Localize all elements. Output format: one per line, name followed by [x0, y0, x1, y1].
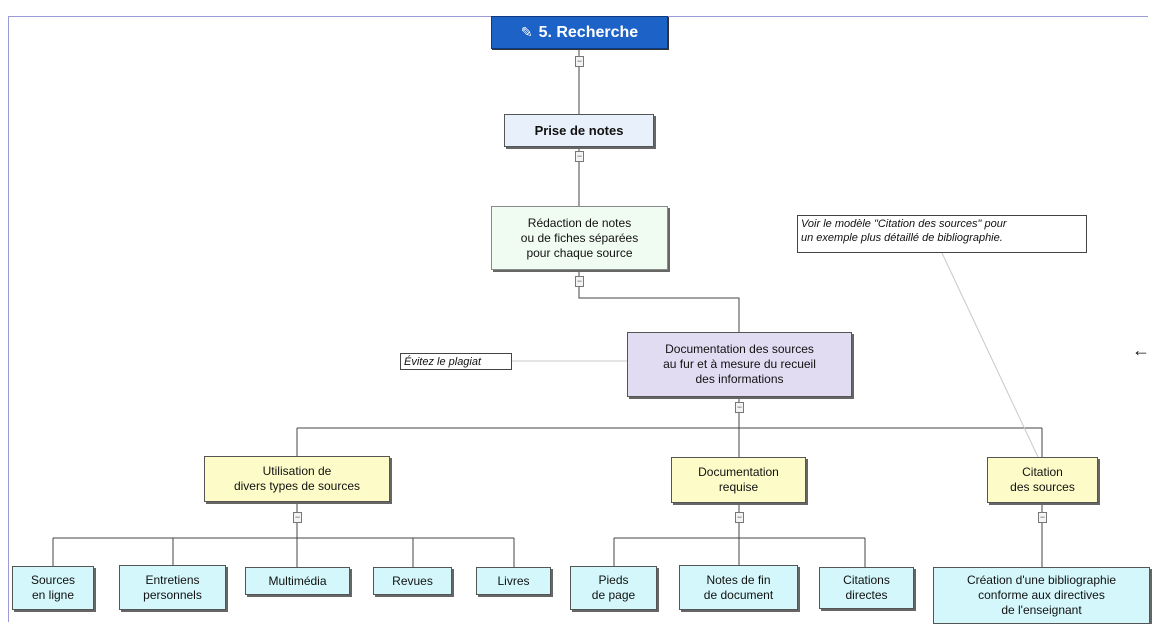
node-documentation-sources[interactable]: Documentation des sources au fur et à me… [627, 332, 852, 397]
node-citations-directes[interactable]: Citations directes [819, 567, 914, 609]
collapse-toggle-redaction[interactable]: − [575, 276, 584, 287]
node-utilisation[interactable]: Utilisation de divers types de sources [204, 456, 390, 502]
note-modele-citation: Voir le modèle "Citation des sources" po… [797, 215, 1087, 253]
collapse-toggle-citation[interactable]: − [1038, 512, 1047, 523]
collapse-toggle-requise[interactable]: − [735, 512, 744, 523]
arrow-left-icon[interactable]: ← [1132, 340, 1150, 360]
collapse-toggle-prise[interactable]: − [575, 151, 584, 162]
node-pieds-de-page[interactable]: Pieds de page [570, 566, 657, 610]
book-icon: ✎ [520, 24, 533, 40]
node-prise-de-notes[interactable]: Prise de notes [504, 114, 654, 147]
node-multimedia[interactable]: Multimédia [245, 567, 350, 595]
collapse-toggle-utilisation[interactable]: − [293, 512, 302, 523]
node-citation-sources[interactable]: Citation des sources [987, 457, 1098, 503]
edge-redaction-documentation [578, 270, 740, 332]
node-livres[interactable]: Livres [476, 567, 551, 595]
collapse-toggle-documentation[interactable]: − [735, 402, 744, 413]
node-redaction[interactable]: Rédaction de notes ou de fiches séparées… [491, 206, 668, 270]
node-notes-fin-document[interactable]: Notes de fin de document [679, 565, 798, 610]
node-revues[interactable]: Revues [373, 567, 452, 595]
node-sources-en-ligne[interactable]: Sources en ligne [12, 566, 94, 610]
node-documentation-requise[interactable]: Documentation requise [671, 457, 806, 503]
collapse-toggle-root[interactable]: − [575, 56, 584, 67]
node-bibliographie[interactable]: Création d'une bibliographie conforme au… [933, 567, 1150, 624]
root-label: 5. Recherche [538, 24, 639, 41]
note-line-modele [941, 252, 1039, 458]
node-entretiens[interactable]: Entretiens personnels [119, 565, 226, 610]
root-node-recherche[interactable]: ✎ 5. Recherche [491, 16, 668, 49]
note-plagiat: Évitez le plagiat [400, 353, 512, 370]
